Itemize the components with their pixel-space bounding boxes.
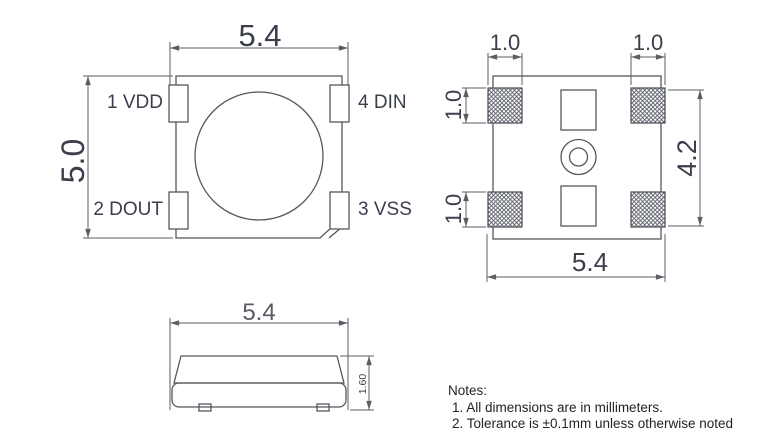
pad-pin1 xyxy=(168,84,189,123)
dim-label-pad-left-bottom: 1.0 xyxy=(441,194,466,225)
pin4-label: 4 DIN xyxy=(358,92,407,113)
dim-label-top-width: 5.4 xyxy=(238,18,281,53)
dim-label-pad-top-right: 1.0 xyxy=(633,30,664,55)
pad-pin2 xyxy=(168,191,189,230)
thermal-pad-top xyxy=(560,89,597,131)
solder-pad-top-right xyxy=(630,87,666,124)
dim-label-pad-top-left: 1.0 xyxy=(490,30,521,55)
side-lead-left xyxy=(198,403,212,412)
pad-pin4 xyxy=(329,84,350,123)
thermal-pad-bottom xyxy=(560,185,597,227)
led-lens-circle xyxy=(194,91,324,221)
pad-view-outline xyxy=(492,75,662,240)
note-line-2: 2. Tolerance is ±0.1mm unless otherwise … xyxy=(452,416,734,431)
pin2-label: 2 DOUT xyxy=(93,199,163,220)
package-body-outline xyxy=(175,75,343,239)
notes-title: Notes: xyxy=(448,383,488,398)
top-view: 5.4 5.0 1 VDD 2 DOUT 4 DIN 3 VSS xyxy=(55,18,412,239)
solder-pad-bottom-right xyxy=(630,191,666,228)
note-line-1: 1. All dimensions are in millimeters. xyxy=(452,399,663,415)
dim-ext-pad-width xyxy=(486,234,666,282)
pin1-label: 1 VDD xyxy=(107,92,163,113)
dim-label-span: 4.2 xyxy=(672,139,702,177)
pad-pin3 xyxy=(329,191,350,230)
notes-block: Notes: 1. All dimensions are in millimet… xyxy=(448,383,733,433)
dim-label-side-width: 5.4 xyxy=(242,299,275,326)
dim-ext-pad-top-right xyxy=(630,53,666,85)
side-lens-profile xyxy=(173,355,345,384)
dim-ext-side-width xyxy=(169,318,349,410)
side-lead-right xyxy=(316,403,330,412)
solder-pad-top-left xyxy=(487,87,523,124)
pad-layout-view: 1.0 1.0 1.0 1.0 4.2 5.4 xyxy=(441,30,704,282)
side-base-profile xyxy=(171,382,347,408)
dim-label-top-height: 5.0 xyxy=(55,139,91,183)
dim-extension-lines-height xyxy=(83,75,173,239)
side-view: 5.4 1.60 xyxy=(169,299,374,412)
center-mark-inner-circle xyxy=(568,147,589,167)
pin3-label: 3 VSS xyxy=(358,199,412,220)
dim-label-pad-left-top: 1.0 xyxy=(441,90,466,121)
solder-pad-bottom-left xyxy=(487,191,523,228)
center-mark-outer-circle xyxy=(560,138,597,176)
dim-label-pad-width: 5.4 xyxy=(572,247,608,277)
dim-label-side-height: 1.60 xyxy=(357,374,369,395)
